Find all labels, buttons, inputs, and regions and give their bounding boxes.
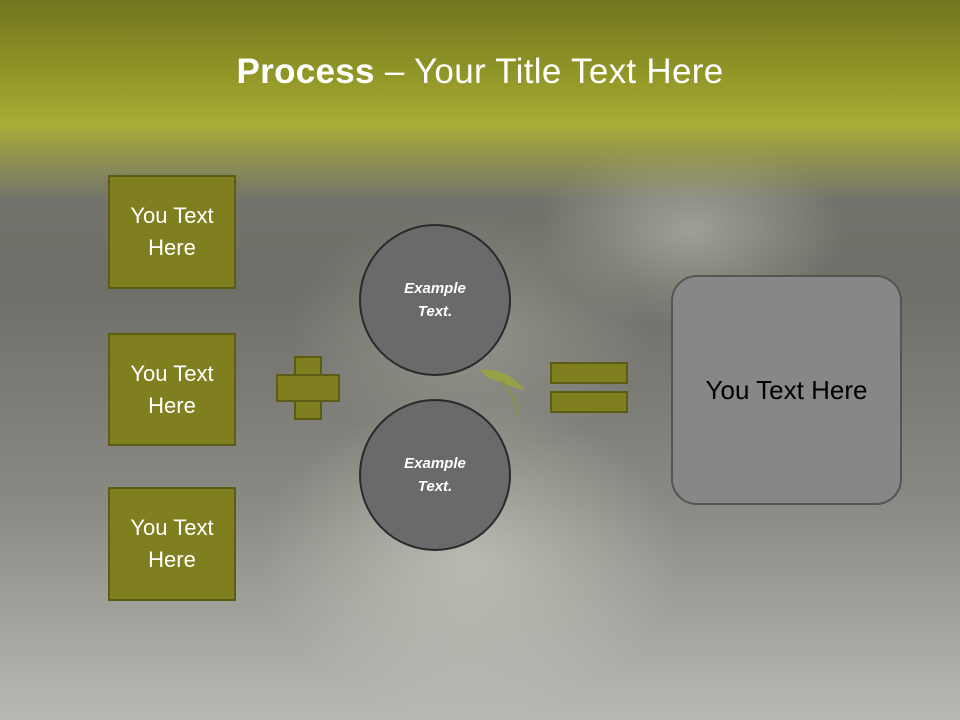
seedling-image [480, 369, 525, 416]
example-circle-1-label: Example Text. [404, 280, 466, 320]
slide-title: Process – Your Title Text Here [0, 52, 960, 92]
text-box-1[interactable]: You Text Here [108, 175, 236, 289]
result-box[interactable]: You Text Here [671, 275, 902, 505]
example-circle-2-label: Example Text. [404, 455, 466, 495]
title-rest: – Your Title Text Here [374, 52, 724, 91]
text-box-2[interactable]: You Text Here [108, 333, 236, 446]
text-box-3[interactable]: You Text Here [108, 487, 236, 601]
example-circle-1[interactable]: Example Text. [359, 224, 511, 376]
text-box-3-label: You Text Here [130, 515, 214, 572]
title-band [0, 0, 960, 200]
title-bold: Process [236, 52, 375, 91]
result-box-label: You Text Here [705, 374, 868, 405]
text-box-1-label: You Text Here [130, 203, 214, 260]
text-box-2-label: You Text Here [130, 360, 214, 418]
example-circle-2[interactable]: Example Text. [359, 399, 511, 551]
